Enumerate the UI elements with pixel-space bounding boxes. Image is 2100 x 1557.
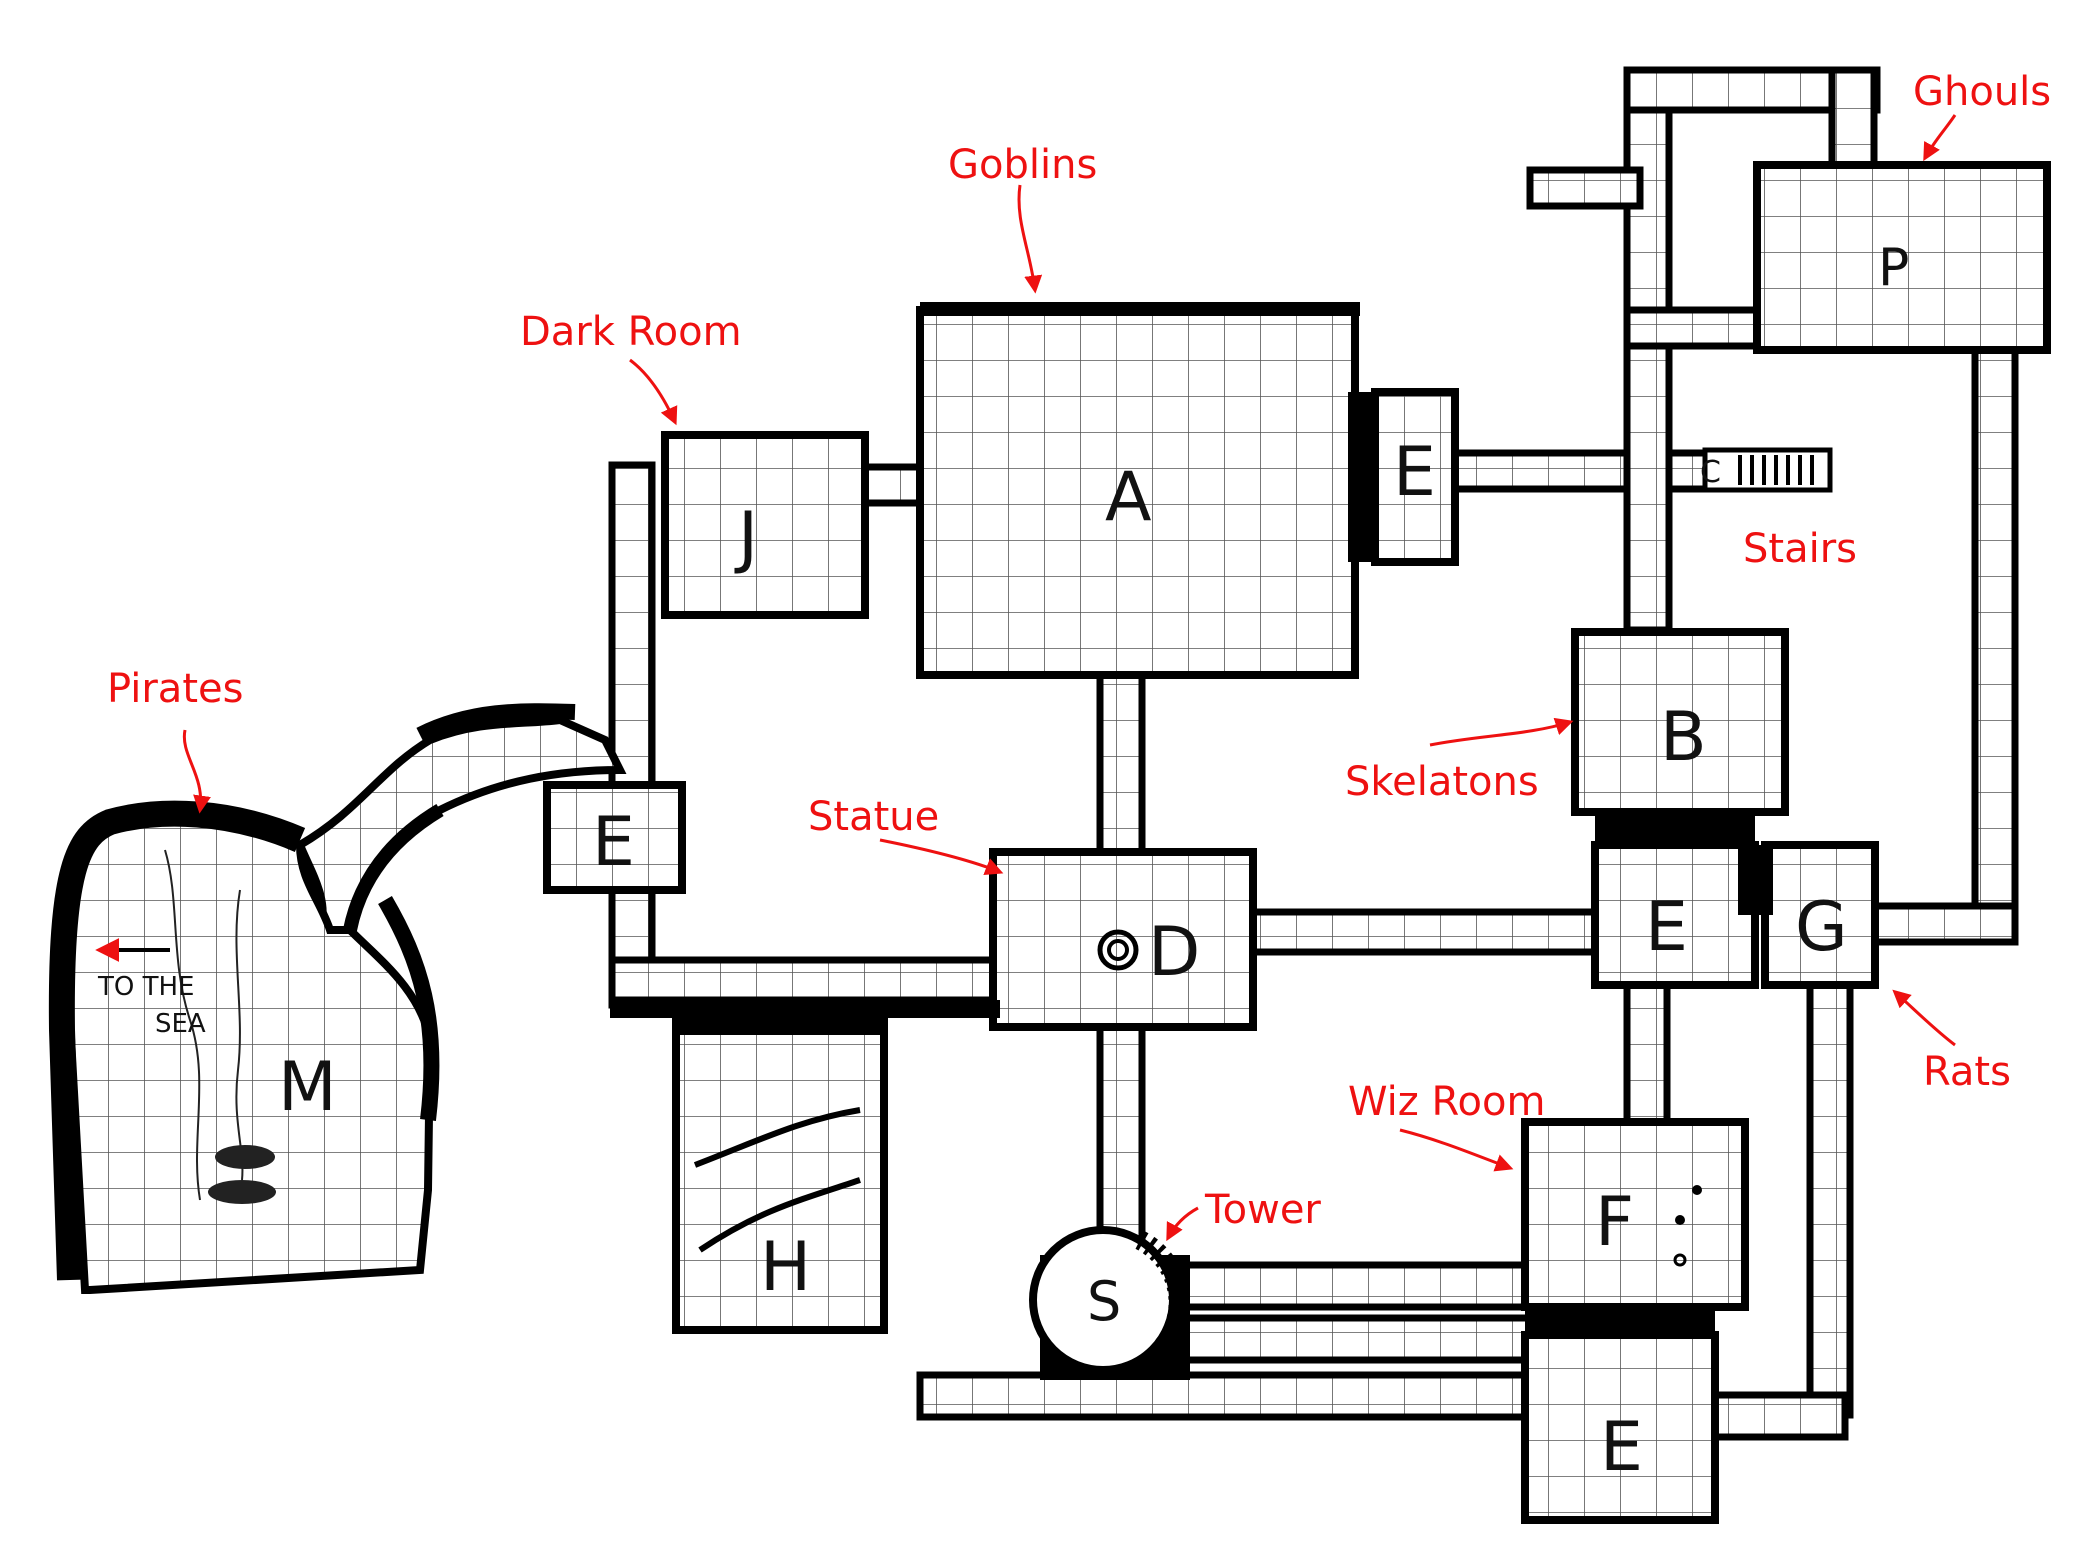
room-label-e-mid: E — [1645, 888, 1688, 967]
room-label-m: M — [278, 1048, 337, 1127]
annotations: Ghouls Goblins Dark Room Stairs Pirates … — [107, 69, 2051, 1242]
stairs — [1702, 447, 1833, 493]
arrow-tower — [1166, 1206, 1199, 1242]
annotation-pirates: Pirates — [107, 666, 243, 712]
arrow-statue — [879, 838, 1004, 876]
room-e-east — [1371, 388, 1459, 566]
room-label-g: G — [1795, 888, 1848, 967]
room-b — [1571, 628, 1789, 816]
room-label-p: P — [1878, 238, 1909, 298]
arrow-goblins — [1017, 184, 1043, 294]
room-h — [672, 1001, 888, 1334]
room-label-e-east: E — [1393, 433, 1436, 512]
annotation-wiz-room: Wiz Room — [1348, 1079, 1545, 1125]
annotation-stairs: Stairs — [1743, 526, 1857, 572]
room-label-h: H — [760, 1228, 811, 1307]
room-e-south — [1521, 1331, 1719, 1524]
annotation-skelatons: Skelatons — [1345, 759, 1539, 805]
room-s — [1029, 1226, 1177, 1374]
annotation-tower: Tower — [1204, 1187, 1321, 1233]
room-label-e-west: E — [592, 803, 635, 882]
annotation-rats: Rats — [1923, 1049, 2011, 1095]
room-g — [1761, 841, 1879, 989]
arrow-wiz-room — [1399, 1128, 1514, 1172]
annotation-ghouls: Ghouls — [1913, 69, 2051, 115]
room-m — [65, 812, 435, 1294]
room-label-e-south: E — [1600, 1408, 1643, 1487]
room-p — [1753, 161, 2051, 354]
stairs-label-c: C — [1700, 455, 1721, 490]
room-e-west — [543, 781, 686, 894]
room-label-j: J — [734, 498, 758, 577]
arrow-pirates — [182, 729, 211, 814]
room-j — [661, 431, 869, 619]
room-f — [1521, 1118, 1749, 1311]
corridors — [608, 66, 2019, 1441]
wall-shading — [610, 302, 1773, 1335]
sea-note-line2: SEA — [155, 1009, 206, 1039]
rooms — [543, 161, 2051, 1524]
annotation-statue: Statue — [808, 794, 939, 840]
arrow-ghouls — [1923, 114, 1957, 162]
room-label-d: D — [1148, 913, 1200, 992]
room-a — [916, 306, 1359, 679]
room-label-a: A — [1105, 458, 1152, 537]
arrow-skelatons — [1429, 717, 1574, 747]
room-d — [989, 848, 1257, 1031]
arrow-dark-room — [629, 358, 678, 426]
room-label-f: F — [1595, 1183, 1634, 1262]
room-label-b: B — [1660, 698, 1707, 777]
room-label-s: S — [1087, 1270, 1121, 1333]
room-e-mid — [1591, 841, 1759, 989]
arrow-rats — [1892, 989, 1956, 1047]
annotation-dark-room: Dark Room — [520, 309, 742, 355]
sea-note-line1: TO THE — [97, 972, 194, 1002]
annotation-goblins: Goblins — [948, 142, 1097, 188]
